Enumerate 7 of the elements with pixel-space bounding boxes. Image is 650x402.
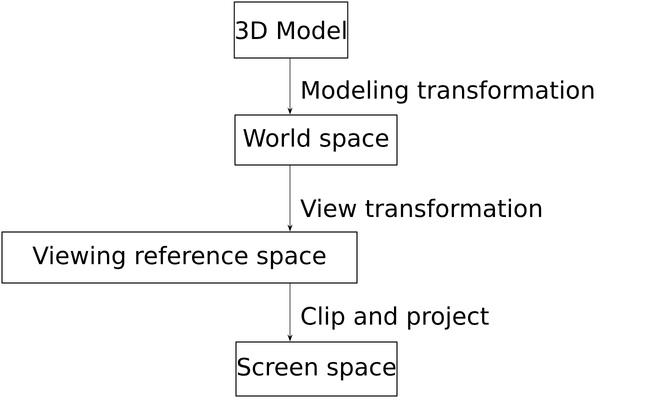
process-box: 3D Model: [234, 2, 348, 58]
process-box: Screen space: [236, 342, 398, 396]
process-box: World space: [234, 114, 398, 166]
process-box: Viewing reference space: [2, 232, 358, 284]
edge-label: Modeling transformation: [302, 80, 594, 104]
edge-label: View transformation: [300, 198, 542, 218]
edge-label: Clip and project: [302, 306, 489, 330]
